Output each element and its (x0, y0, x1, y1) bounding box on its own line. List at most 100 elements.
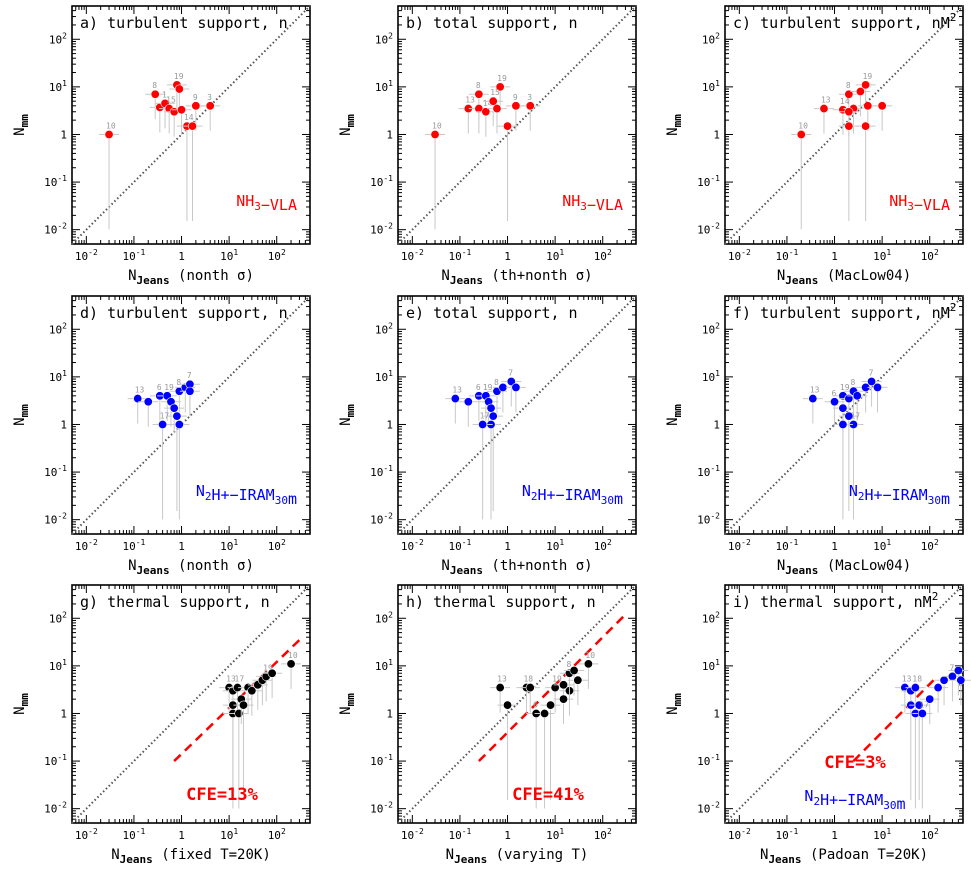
x-tick-label: 101 (220, 248, 238, 263)
y-tick-label: 10-2 (697, 801, 720, 816)
y-tick-label: 10-2 (697, 512, 720, 527)
x-axis-label: NJeans (th+nonth σ) (441, 558, 592, 577)
data-point (187, 121, 197, 131)
data-point (583, 659, 593, 669)
data-point (247, 686, 257, 696)
y-tick-label: 1 (386, 707, 393, 720)
fit-line (852, 679, 935, 762)
point-label: 3 (527, 93, 532, 102)
y-tick-label: 102 (375, 321, 393, 336)
y-axis-label: Nmm (338, 404, 357, 426)
point-label: 8 (494, 378, 499, 387)
data-point (910, 683, 920, 693)
panel-title: h) thermal support, n (406, 593, 596, 611)
one-to-one-line (397, 584, 637, 824)
one-to-one-line (397, 295, 637, 535)
data-point (234, 708, 244, 718)
data-point (844, 121, 854, 131)
plot-frame (724, 5, 964, 245)
title-superscript: 2 (932, 590, 939, 603)
point-label: 8 (152, 81, 157, 90)
data-point (819, 104, 829, 114)
y-tick-label: 101 (375, 369, 393, 384)
x-tick-label: 10-1 (775, 248, 798, 263)
x-tick-label: 10-2 (401, 538, 424, 553)
dataset-label: NH3−VLA (889, 192, 950, 214)
cfe-label: CFE=3% (824, 753, 886, 773)
dataset-label: N2H+−IRAM30m (804, 787, 905, 813)
one-to-one-line (724, 5, 964, 245)
point-label: 9 (193, 93, 198, 102)
data-point (450, 394, 460, 404)
point-label: 10 (106, 121, 116, 130)
x-tick-label: 102 (921, 827, 939, 842)
y-tick-label: 1 (713, 128, 720, 141)
point-label: 10 (798, 121, 808, 130)
x-tick-label: 101 (873, 827, 891, 842)
x-tick-label: 102 (268, 248, 286, 263)
y-axis-label: Nmm (12, 693, 31, 715)
data-point (873, 382, 883, 392)
fit-line (477, 613, 627, 762)
panel-title: c) turbulent support, nM2 (733, 11, 956, 32)
data-point (559, 694, 569, 704)
x-tick-label: 10-2 (401, 248, 424, 263)
data-point (169, 403, 179, 413)
x-tick-label: 10-1 (448, 248, 471, 263)
one-to-one-line (71, 295, 311, 535)
y-tick-label: 101 (49, 79, 67, 94)
x-axis-label: NJeans (nonth σ) (128, 268, 254, 287)
y-tick-label: 1 (713, 418, 720, 431)
x-axis-label: NJeans (MacLow04) (777, 558, 911, 577)
data-point (286, 659, 296, 669)
x-tick-label: 1 (178, 829, 185, 842)
x-tick-label: 101 (220, 827, 238, 842)
point-label: 14 (184, 113, 194, 122)
data-point (506, 376, 516, 386)
data-point (933, 683, 943, 693)
y-tick-label: 101 (49, 658, 67, 673)
data-point (855, 86, 865, 96)
data-point (150, 89, 160, 99)
point-label: 17 (850, 411, 860, 420)
y-tick-label: 10-2 (370, 801, 393, 816)
panel-title: f) turbulent support, nM2 (733, 301, 956, 322)
point-label: 7 (508, 368, 513, 377)
data-point (569, 665, 579, 675)
data-point (205, 101, 215, 111)
point-label: 19 (497, 74, 507, 83)
point-label: 19 (263, 663, 273, 672)
data-point (474, 89, 484, 99)
point-label: 15 (166, 96, 176, 105)
point-label: 13 (465, 96, 475, 105)
data-point (104, 129, 114, 139)
point-label: 9 (513, 93, 518, 102)
one-to-one-line (397, 5, 637, 245)
data-point (172, 411, 182, 421)
point-label: 6 (832, 389, 837, 398)
dataset-label: N2H+−IRAM30m (196, 482, 297, 508)
y-tick-label: 102 (375, 31, 393, 46)
data-point (478, 419, 488, 429)
data-point (796, 129, 806, 139)
data-point (525, 101, 535, 111)
x-tick-label: 1 (504, 829, 511, 842)
data-point (143, 397, 153, 407)
x-tick-label: 10-1 (448, 538, 471, 553)
point-label: 3 (207, 93, 212, 102)
plot-frame (71, 584, 311, 824)
y-tick-label: 102 (49, 321, 67, 336)
data-point (844, 107, 854, 117)
x-tick-label: 101 (220, 538, 238, 553)
x-tick-label: 1 (504, 540, 511, 553)
x-tick-label: 10-1 (122, 248, 145, 263)
dataset-label: NH3−VLA (562, 192, 623, 214)
y-tick-label: 10-1 (370, 174, 393, 189)
data-point (511, 382, 521, 392)
